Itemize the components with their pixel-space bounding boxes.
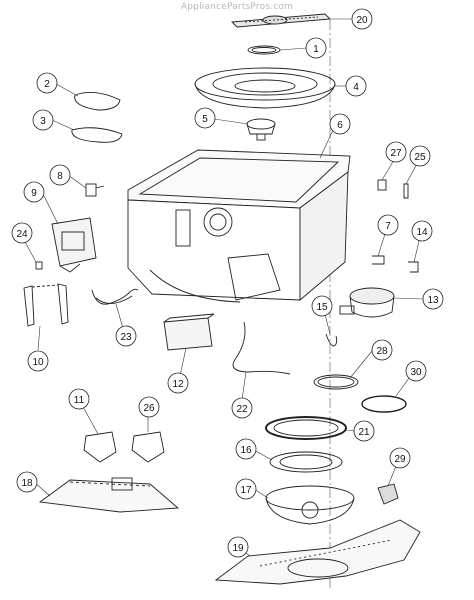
watermark: AppliancePartsPros.com xyxy=(180,2,294,12)
svg-text:22: 22 xyxy=(236,404,248,415)
wash-motor xyxy=(339,287,395,318)
callout-24: 24 xyxy=(11,222,33,244)
svg-text:16: 16 xyxy=(240,445,252,456)
callout-14: 14 xyxy=(411,220,433,242)
svg-text:4: 4 xyxy=(353,82,359,93)
callouts: 20 1 4 5 2 3 6 8 9 27 25 24 7 14 13 15 2… xyxy=(11,8,444,558)
part-7 xyxy=(372,255,385,265)
filter-dish xyxy=(194,67,336,109)
part-11 xyxy=(83,431,117,463)
svg-text:6: 6 xyxy=(337,120,343,131)
svg-text:2: 2 xyxy=(44,79,50,90)
svg-text:14: 14 xyxy=(416,227,428,238)
part-3 xyxy=(71,127,123,143)
part-18 xyxy=(38,477,180,513)
svg-text:8: 8 xyxy=(57,171,63,182)
svg-text:24: 24 xyxy=(16,229,28,240)
svg-text:21: 21 xyxy=(358,427,370,438)
callout-26: 26 xyxy=(138,396,160,418)
tub xyxy=(127,149,351,303)
callout-6: 6 xyxy=(329,113,351,135)
callout-18: 18 xyxy=(16,471,38,493)
part-28 xyxy=(313,374,359,390)
svg-text:27: 27 xyxy=(390,148,402,159)
svg-text:10: 10 xyxy=(32,357,44,368)
svg-text:11: 11 xyxy=(74,395,85,406)
part-22 xyxy=(232,321,291,375)
part-29 xyxy=(377,483,399,505)
callout-1: 1 xyxy=(305,37,327,59)
upper-spray-arm xyxy=(230,13,332,28)
callout-19: 19 xyxy=(227,536,249,558)
svg-text:25: 25 xyxy=(414,152,426,163)
part-21 xyxy=(265,416,347,440)
svg-text:9: 9 xyxy=(31,188,37,199)
svg-text:12: 12 xyxy=(172,379,184,390)
callout-21: 21 xyxy=(353,420,375,442)
callout-27: 27 xyxy=(385,141,407,163)
part-12 xyxy=(163,313,215,351)
part-24 xyxy=(35,261,43,270)
svg-text:18: 18 xyxy=(21,478,33,489)
svg-text:13: 13 xyxy=(427,295,439,306)
part-2 xyxy=(74,91,121,111)
callout-7: 7 xyxy=(377,214,399,236)
callout-25: 25 xyxy=(409,145,431,167)
svg-text:1: 1 xyxy=(313,44,319,55)
part-23 xyxy=(91,288,139,305)
part-10 xyxy=(23,283,69,327)
callout-28: 28 xyxy=(371,339,393,361)
impeller xyxy=(246,118,276,141)
svg-text:26: 26 xyxy=(143,403,155,414)
svg-text:19: 19 xyxy=(232,543,244,554)
callout-8: 8 xyxy=(49,164,71,186)
part-9 xyxy=(51,217,97,273)
callout-4: 4 xyxy=(345,75,367,97)
svg-text:3: 3 xyxy=(40,116,46,127)
svg-text:15: 15 xyxy=(316,302,328,313)
svg-text:5: 5 xyxy=(202,114,208,125)
svg-text:28: 28 xyxy=(376,346,388,357)
callout-9: 9 xyxy=(23,181,45,203)
svg-text:23: 23 xyxy=(120,332,132,343)
part-26 xyxy=(131,431,165,463)
callout-22: 22 xyxy=(231,397,253,419)
callout-10: 10 xyxy=(27,350,49,372)
svg-text:20: 20 xyxy=(356,15,368,26)
callout-11: 11 xyxy=(68,388,90,410)
part-19 xyxy=(214,519,421,585)
part-30 xyxy=(361,395,407,413)
callout-29: 29 xyxy=(389,447,411,469)
part-27 xyxy=(377,179,387,191)
part-16 xyxy=(269,451,343,473)
callout-16: 16 xyxy=(235,438,257,460)
callout-20: 20 xyxy=(351,8,373,30)
callout-5: 5 xyxy=(194,107,216,129)
callout-2: 2 xyxy=(36,72,58,94)
callout-15: 15 xyxy=(311,295,333,317)
part-14 xyxy=(408,261,419,273)
callout-3: 3 xyxy=(32,109,54,131)
callout-30: 30 xyxy=(405,360,427,382)
part-15 xyxy=(325,333,338,347)
callout-13: 13 xyxy=(422,288,444,310)
part-25 xyxy=(403,183,409,199)
callout-23: 23 xyxy=(115,325,137,347)
callout-17: 17 xyxy=(235,478,257,500)
svg-text:30: 30 xyxy=(410,367,422,378)
svg-text:7: 7 xyxy=(385,221,391,232)
svg-text:29: 29 xyxy=(394,454,406,465)
part-17 xyxy=(265,485,355,525)
callout-12: 12 xyxy=(167,372,189,394)
part-8 xyxy=(85,183,105,197)
svg-text:17: 17 xyxy=(240,485,252,496)
